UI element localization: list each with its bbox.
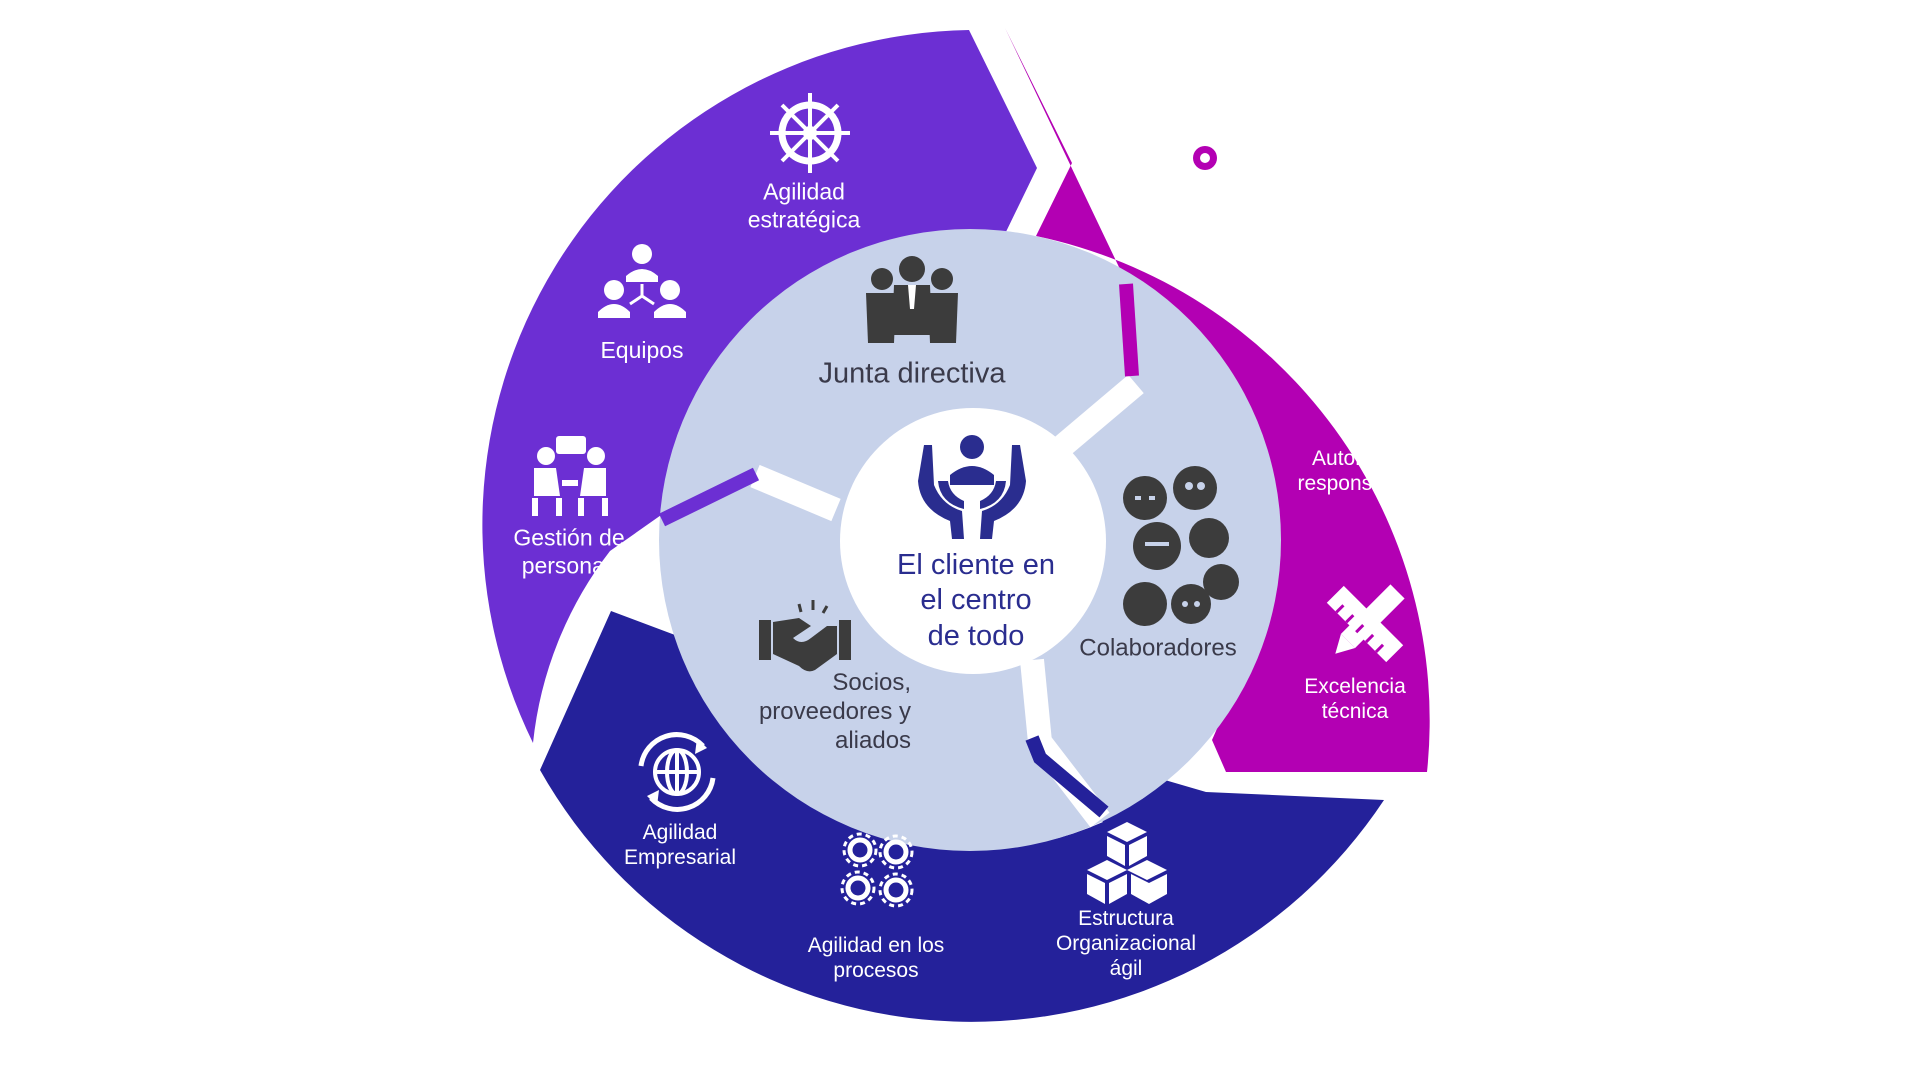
outer-notch-left (658, 467, 760, 527)
ship-wheel-icon (770, 93, 850, 173)
center-circle (840, 408, 1106, 674)
inner-label-junta: Junta directiva (818, 357, 1006, 390)
outer-label-agilidad-procesos: Agilidad en los procesos (807, 933, 945, 982)
outer-label-estructura: Estructura Organizacional ágil (1055, 907, 1197, 981)
outer-label-agilidad-empresarial: Agilidad Empresarial (623, 820, 737, 869)
outer-label-gestion-personas: Gestión de personas (513, 524, 625, 578)
pencil-ruler-icon (1326, 584, 1405, 663)
diverse-people-icon (1123, 466, 1239, 626)
outer-segment-left (482, 30, 1038, 743)
outer-label-excelencia: Excelencia técnica (1304, 674, 1406, 723)
cubes-icon (1087, 822, 1167, 904)
inner-divider-left (750, 464, 841, 522)
hands-holding-person-icon (918, 435, 1026, 539)
handshake-icon (759, 600, 851, 672)
outer-label-autonomia: Autonomía y responsabilidad (1297, 446, 1445, 495)
head-gear-icon (1173, 128, 1245, 210)
outer-segment-bottom (540, 611, 1384, 1022)
outer-notch-right (1119, 283, 1139, 377)
inner-label-socios: Socios, proveedores y aliados (758, 668, 912, 754)
globe-arrows-icon (638, 732, 716, 812)
inner-label-colaboradores: Colaboradores (1079, 634, 1237, 662)
executive-group-icon (866, 256, 958, 343)
team-hierarchy-icon (598, 244, 686, 318)
center-label: El cliente en el centro de todo (897, 548, 1055, 652)
raised-fist-icon (1327, 359, 1389, 431)
outer-notch-bottom (1025, 735, 1109, 818)
outer-label-mente-crecimiento: Mente de crecimiento (1150, 210, 1268, 264)
inner-divider-top (1044, 374, 1144, 465)
outer-label-equipos: Equipos (600, 337, 684, 364)
meeting-icon (532, 436, 608, 516)
gears-icon (840, 832, 914, 908)
outer-label-agilidad-estrategica: Agilidad estratégica (747, 178, 861, 232)
